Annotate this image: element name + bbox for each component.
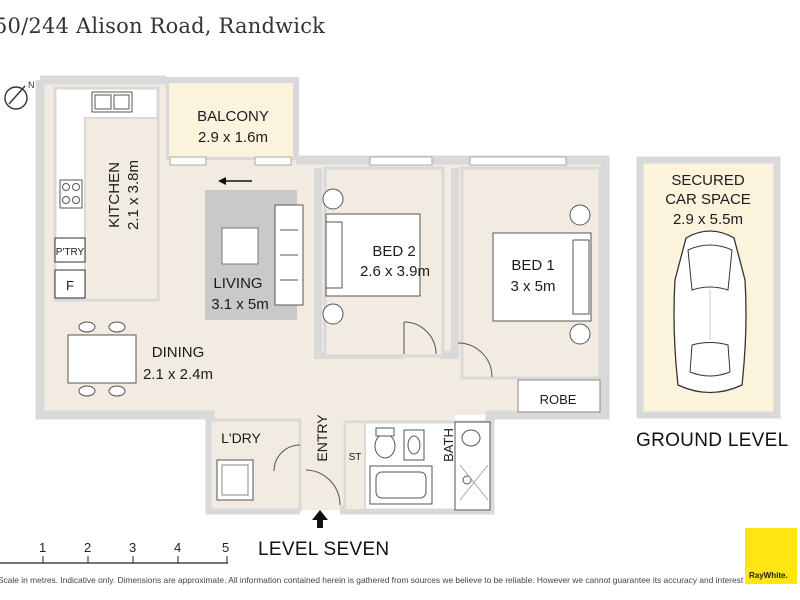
svg-text:N: N (28, 80, 35, 90)
page-title: 50/244 Alison Road, Randwick (0, 14, 326, 38)
dining-label: DINING (152, 344, 205, 361)
balcony-size: 2.9 x 1.6m (198, 129, 268, 146)
bath-label: BATH (441, 428, 456, 462)
dining-size: 2.1 x 2.4m (143, 366, 213, 383)
ground-level-label: GROUND LEVEL (636, 430, 789, 451)
kitchen-label: KITCHEN (106, 162, 123, 228)
fridge-box (54, 269, 86, 299)
pantry-label: P'TRY (56, 247, 85, 258)
level-seven-label: LEVEL SEVEN (258, 539, 390, 560)
living-size: 3.1 x 5m (211, 296, 269, 313)
scale-tick-3: 3 (129, 540, 137, 555)
car-space-size: 2.9 x 5.5m (673, 211, 743, 228)
scale-tick-2: 2 (84, 540, 92, 555)
robe-box (517, 379, 601, 413)
car-space-line1: SECURED (671, 172, 745, 189)
basin-icon (461, 429, 481, 447)
coffee-table (221, 227, 259, 265)
scale-tick-5: 5 (222, 540, 230, 555)
balcony-label: BALCONY (197, 108, 269, 125)
sink-icon (91, 91, 133, 113)
toilet-icon (374, 427, 396, 459)
logo-text: RayWhite. (749, 571, 788, 580)
ray-white-logo: RayWhite. (745, 528, 797, 584)
vanity-icon (403, 429, 425, 461)
bed1-size: 3 x 5m (510, 278, 555, 295)
car-space-line2: CAR SPACE (665, 191, 751, 208)
car-icon (673, 230, 747, 394)
windows (169, 156, 567, 166)
compass-icon: N (4, 80, 35, 110)
cooktop-icon (59, 179, 83, 209)
scale-bar (0, 556, 228, 564)
living-label: LIVING (213, 275, 262, 292)
fridge-label: F (66, 278, 74, 293)
laundry-label: L'DRY (221, 430, 261, 446)
pantry-box (54, 237, 86, 263)
balcony-area (166, 80, 296, 160)
bed2-size: 2.6 x 3.9m (360, 263, 430, 280)
bed2-bed-icon (322, 188, 421, 325)
bathtub-icon (369, 465, 433, 505)
bed1-label: BED 1 (511, 257, 554, 274)
storage-label: ST (349, 452, 362, 463)
dining-table-icon (67, 321, 137, 397)
disclaimer-text: Scale in metres. Indicative only. Dimens… (0, 575, 743, 585)
robe-label: ROBE (540, 392, 577, 407)
entry-arrow-icon (312, 510, 328, 528)
entry-label: ENTRY (314, 414, 330, 462)
kitchen-size: 2.1 x 3.8m (125, 160, 142, 230)
bed1-bed-icon (492, 204, 592, 345)
sofa-icon (274, 204, 304, 306)
scale-tick-4: 4 (174, 540, 182, 555)
scale-tick-1: 1 (39, 540, 47, 555)
bed2-label: BED 2 (372, 243, 415, 260)
